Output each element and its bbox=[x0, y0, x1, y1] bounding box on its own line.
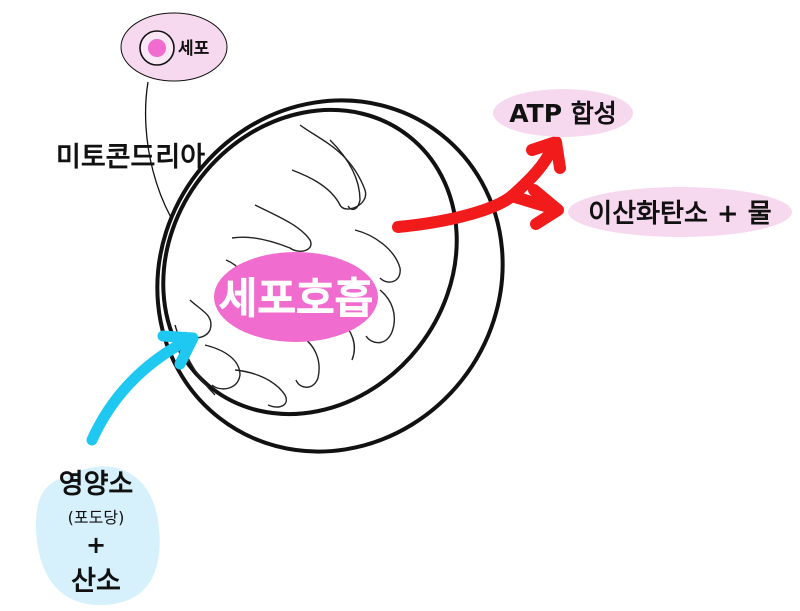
cell-label: 세포 bbox=[178, 39, 210, 59]
mitochondria-label: 미토콘드리아 bbox=[56, 142, 205, 173]
products-label: 이산화탄소 + 물 bbox=[588, 199, 771, 229]
nutrients-label: 영양소 bbox=[59, 469, 134, 500]
atp-output: ATP 합성 bbox=[493, 89, 633, 137]
glucose-label: (포도당) bbox=[68, 508, 125, 527]
products-highlight bbox=[568, 187, 792, 237]
input-arrow bbox=[86, 330, 199, 446]
nutrients-input: 영양소 (포도당) + 산소 bbox=[35, 466, 160, 605]
respiration-label: 세포호흡 bbox=[219, 274, 374, 323]
cristae bbox=[174, 124, 401, 408]
cell-icon bbox=[139, 30, 175, 66]
mitochondria: 세포호흡 bbox=[155, 98, 505, 454]
atp-highlight bbox=[493, 89, 633, 137]
atp-label: ATP 합성 bbox=[509, 99, 617, 128]
products-output: 이산화탄소 + 물 bbox=[568, 187, 792, 237]
oxygen-label: 산소 bbox=[71, 566, 121, 597]
cell-bubble: 세포 bbox=[120, 12, 228, 82]
respiration-highlight bbox=[214, 252, 378, 342]
nutrients-highlight bbox=[35, 466, 160, 605]
output-arrow bbox=[392, 136, 566, 233]
plus-label: + bbox=[86, 531, 106, 559]
